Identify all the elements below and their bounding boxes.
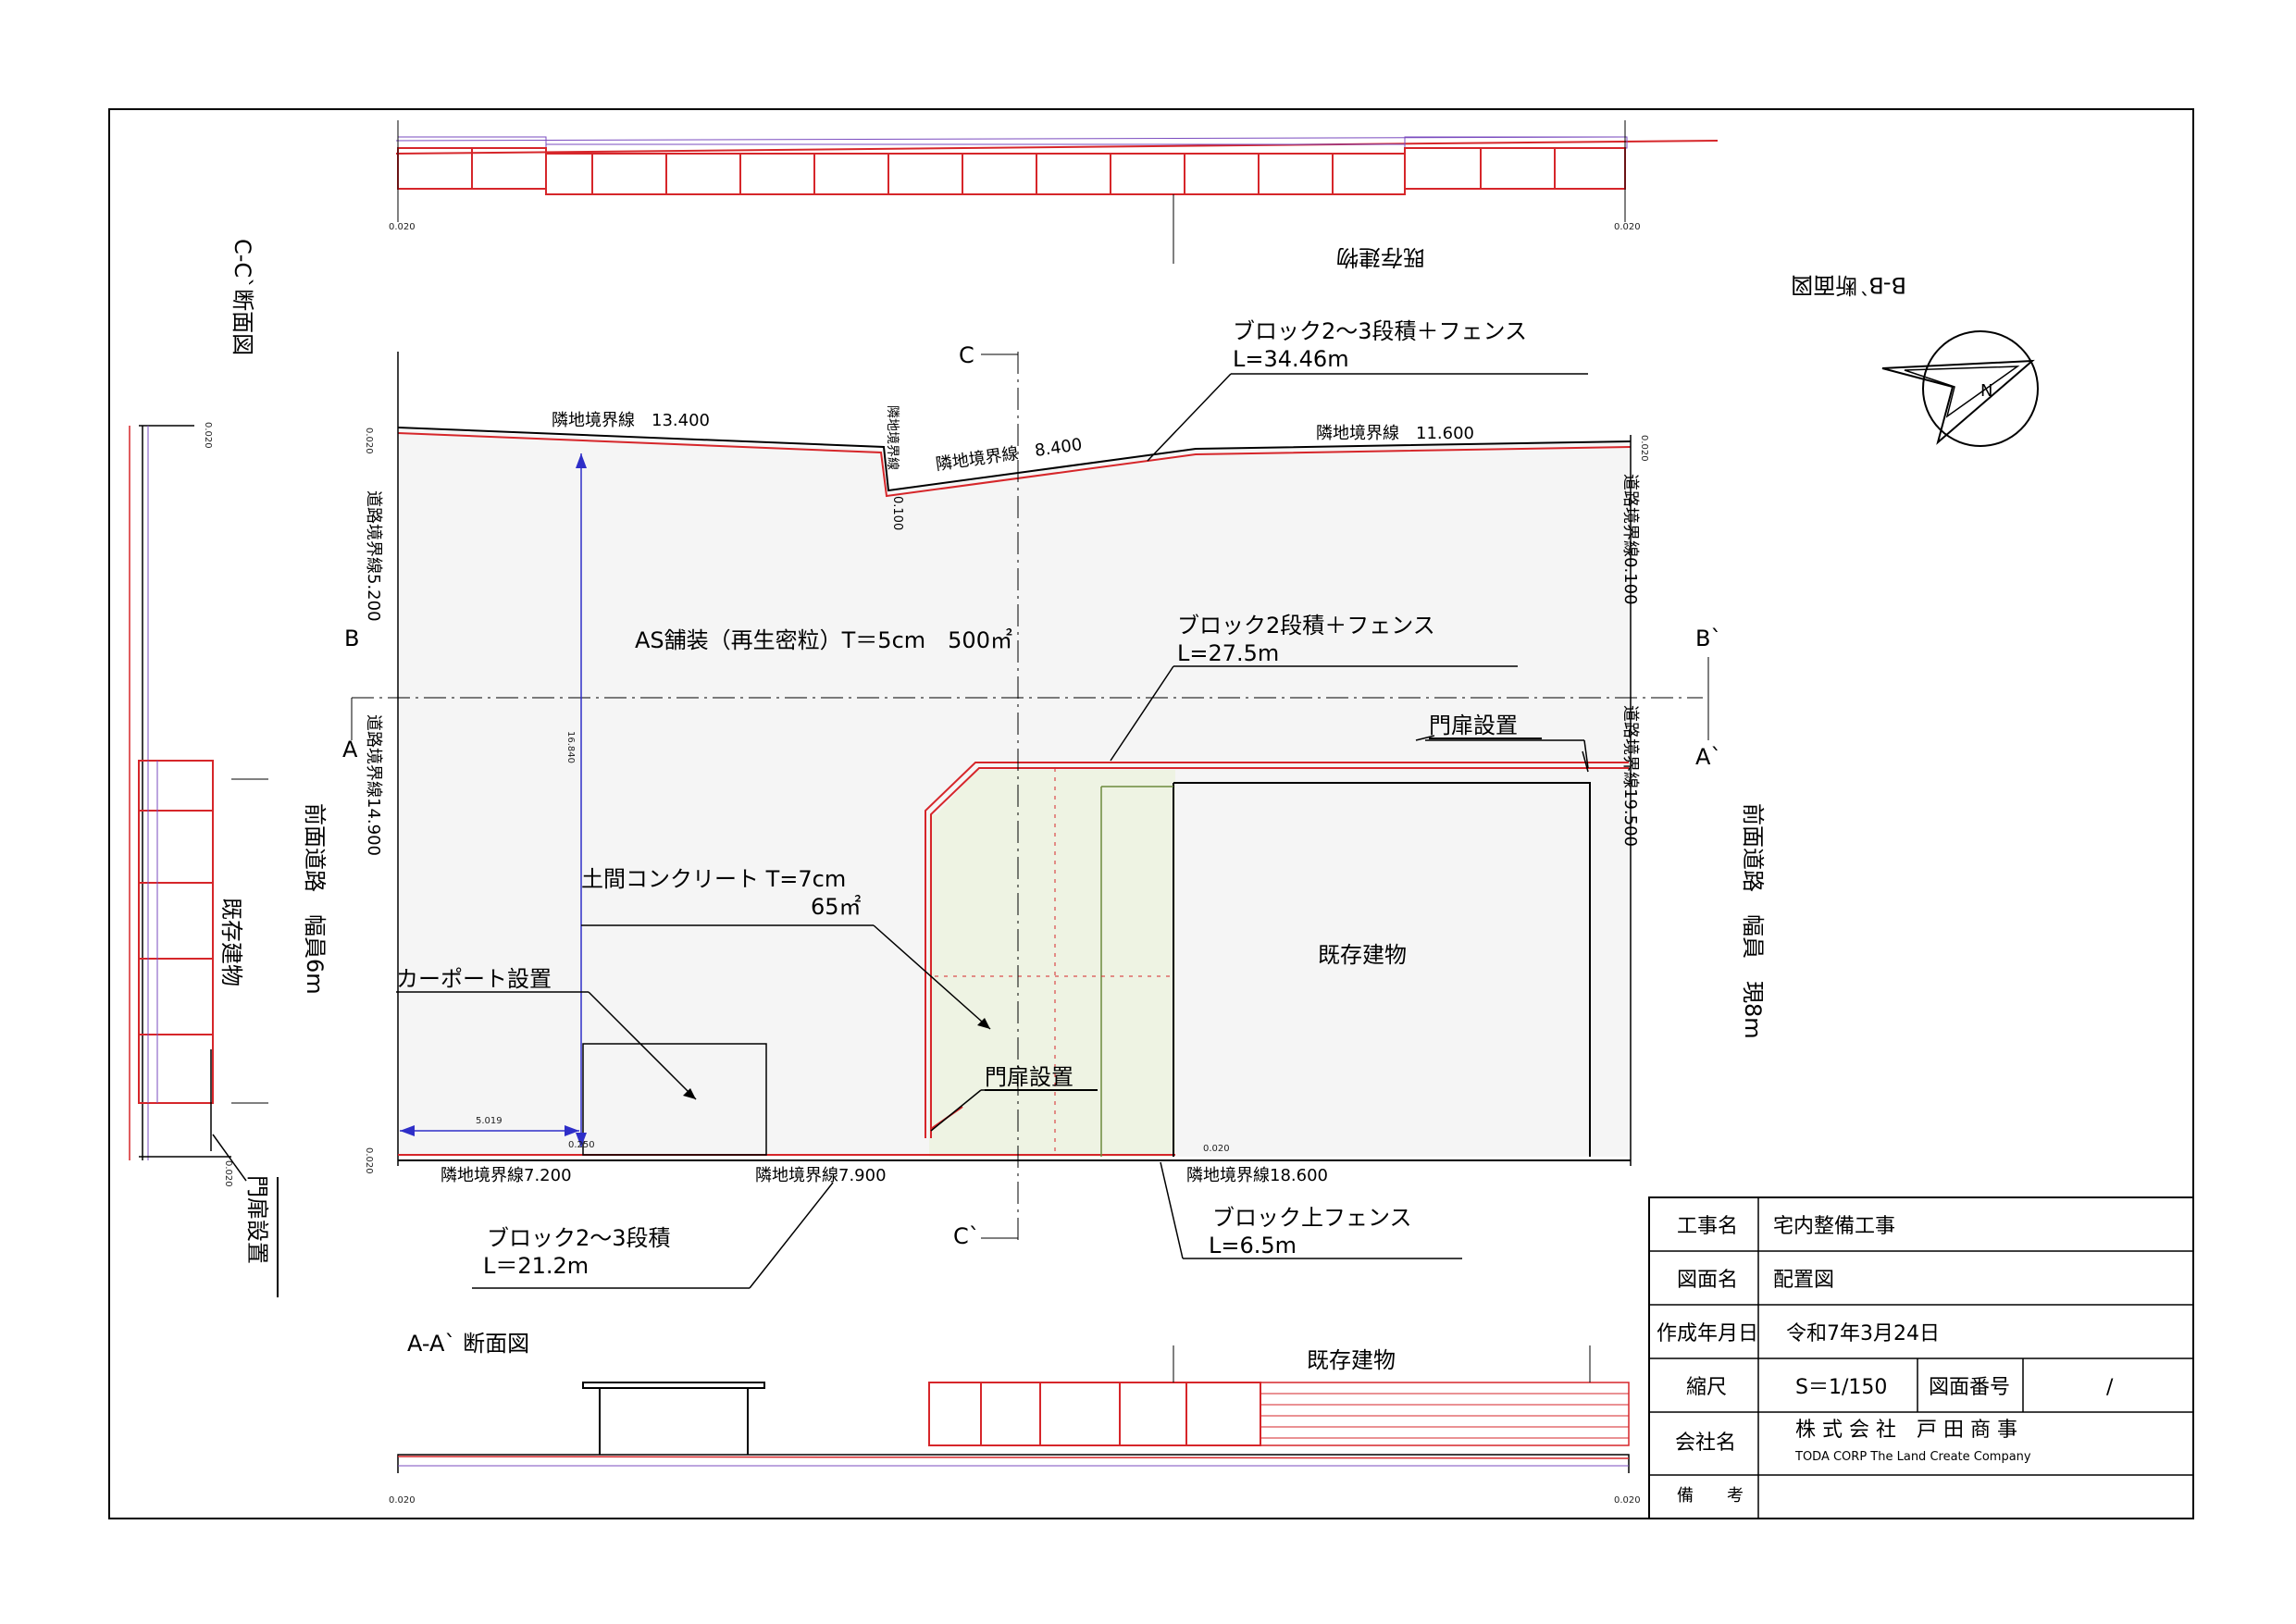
- vertical-dimension: 16.840: [565, 731, 576, 763]
- date-value: 令和7年3月24日: [1786, 1322, 1940, 1345]
- number-label: 図面番号: [1929, 1376, 2010, 1399]
- boundary-north-3: 隣地境界線 11.600: [1316, 424, 1474, 443]
- boundary-east-upper: 道路境界線0.100: [1620, 474, 1640, 605]
- boundary-south-1: 隣地境界線7.200: [441, 1166, 572, 1185]
- south-boundary: [398, 1154, 1631, 1161]
- concrete-label: 土間コンクリート T=7cm: [581, 866, 846, 892]
- date-label: 作成年月日: [1657, 1322, 1758, 1345]
- boundary-notch-val: 0.100: [890, 496, 904, 530]
- plan-level-ne: 0.020: [1639, 435, 1649, 462]
- block-title: ブロック2～3段積: [487, 1225, 671, 1251]
- sheet-frame: [108, 108, 2194, 1519]
- bb-elevation: [395, 120, 1719, 264]
- fence-mid-length: L=27.5m: [1177, 640, 1279, 666]
- drawing-value: 配置図: [1773, 1269, 1834, 1292]
- road-left-label: 前面道路 幅員6m: [302, 803, 328, 995]
- concrete-area-label: 65㎡: [811, 894, 862, 920]
- carport-label: カーポート設置: [396, 966, 552, 992]
- aa-level-left: 0.020: [389, 1495, 416, 1506]
- gate-center-label: 門扉設置: [985, 1064, 1074, 1090]
- scale-value: S＝1/150: [1795, 1376, 1887, 1399]
- boundary-west-upper: 道路境界線5.200: [364, 490, 383, 622]
- marker-a-left: A: [342, 737, 358, 762]
- fence-main-length: L=34.46m: [1233, 346, 1349, 372]
- boundary-notch: 隣地境界線: [885, 405, 900, 470]
- marker-b-right: B`: [1695, 626, 1721, 651]
- cc-section-label: C-C`断面図: [230, 239, 255, 355]
- boundary-east-lower: 道路境界線19.500: [1620, 705, 1640, 847]
- remarks-label: 備 考: [1677, 1486, 1744, 1506]
- marker-c-top: C: [959, 342, 974, 368]
- project-label: 工事名: [1677, 1215, 1738, 1238]
- gate-right-label: 門扉設置: [1429, 713, 1518, 738]
- aa-level-right: 0.020: [1614, 1495, 1641, 1506]
- concrete-area: [929, 770, 1175, 1157]
- company-name: 株 式 会 社 戸 田 商 事: [1795, 1419, 2017, 1442]
- title-block: [1648, 1196, 2194, 1519]
- company-label: 会社名: [1675, 1432, 1736, 1455]
- dimension-vertical: [576, 453, 587, 1147]
- cc-building-label: 既存建物: [218, 898, 244, 986]
- existing-building-outline: [1173, 782, 1591, 1157]
- aa-building-label: 既存建物: [1307, 1347, 1396, 1373]
- svg-text:N: N: [1980, 381, 1992, 401]
- marker-b-left: B: [344, 626, 359, 651]
- bb-level-right: 0.020: [1614, 222, 1641, 232]
- boundary-north-1: 隣地境界線 13.400: [552, 411, 710, 430]
- company-sub: TODA CORP The Land Create Company: [1794, 1450, 2031, 1464]
- bb-section-label: B-B`断面図: [1791, 272, 1906, 298]
- boundary-south-2: 隣地境界線7.900: [755, 1166, 887, 1185]
- paving-label: AS舗装（再生密粒）T＝5cm 500㎡: [635, 627, 1012, 653]
- block-length: L＝21.2m: [483, 1253, 589, 1279]
- boundary-south-3: 隣地境界線18.600: [1186, 1166, 1328, 1185]
- cc-gate-label: 門扉設置: [244, 1175, 270, 1264]
- road-right-label: 前面道路 幅員 現8m: [1740, 803, 1766, 1039]
- plan-level-nw: 0.020: [364, 428, 374, 454]
- bb-level-left: 0.020: [389, 222, 416, 232]
- horizontal-dimension: 5.019: [476, 1116, 503, 1126]
- fence-top-length: L=6.5m: [1209, 1233, 1297, 1258]
- marker-c-bottom: C`: [953, 1223, 980, 1249]
- plan-level-s: 0.020: [1203, 1144, 1230, 1154]
- h-small-dimension: 0.250: [568, 1140, 595, 1150]
- project-value: 宅内整備工事: [1773, 1215, 1895, 1238]
- scale-label: 縮尺: [1686, 1376, 1727, 1399]
- dimension-horizontal: [400, 1125, 579, 1136]
- bb-building-label: 既存建物: [1336, 244, 1425, 270]
- existing-building-label: 既存建物: [1318, 942, 1407, 968]
- north-boundary: [397, 427, 1632, 498]
- fence-mid-title: ブロック2段積＋フェンス: [1177, 613, 1435, 638]
- number-value: /: [2106, 1376, 2114, 1399]
- fence-main-title: ブロック2～3段積＋フェンス: [1233, 318, 1527, 344]
- boundary-west-lower: 道路境界線14.900: [364, 714, 383, 856]
- cc-level-top: 0.020: [203, 422, 213, 449]
- drawing-label: 図面名: [1677, 1269, 1738, 1292]
- aa-section-label: A-A` 断面図: [407, 1331, 529, 1357]
- fence-top-title: ブロック上フェンス: [1212, 1205, 1412, 1231]
- north-arrow-icon: N: [1881, 330, 2039, 447]
- aa-elevation: [397, 1345, 1630, 1473]
- marker-a-right: A`: [1695, 744, 1721, 770]
- carport-outline: [582, 1043, 767, 1156]
- cc-elevation: [129, 425, 268, 1182]
- cc-level-bottom: 0.020: [223, 1160, 233, 1187]
- plan-level-sw: 0.020: [364, 1147, 374, 1174]
